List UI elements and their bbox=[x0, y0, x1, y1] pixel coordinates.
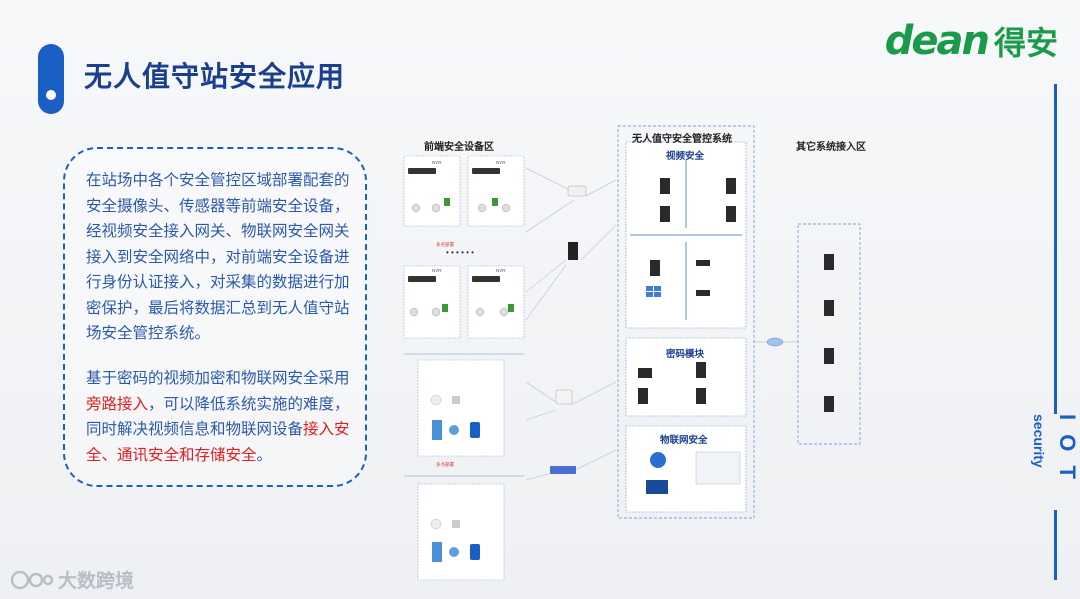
front-iot-group-2 bbox=[404, 475, 524, 581]
p2-before: 基于密码的视频加密和物联网安全采用 bbox=[86, 370, 350, 387]
p2-highlight-bypass: 旁路接入 bbox=[86, 395, 149, 413]
crypto-module-title: 密码模块 bbox=[666, 349, 705, 360]
center-zone-frame bbox=[617, 125, 755, 519]
other-zone-frame bbox=[797, 223, 861, 445]
nvr-label-2: NVR bbox=[496, 160, 506, 165]
front-camera-group-2 bbox=[403, 265, 525, 339]
watermark: 大数跨境 bbox=[10, 566, 134, 593]
iot-security-title: 物联网安全 bbox=[660, 435, 708, 446]
diagram-canvas bbox=[403, 125, 861, 581]
p2-after: 。 bbox=[256, 446, 273, 464]
video-security-title: 视频安全 bbox=[666, 151, 705, 162]
nvr-label-1: NVR bbox=[432, 160, 442, 165]
front-camera-group-1 bbox=[403, 155, 525, 227]
p2-middle: ，可以降低系统实施的难度，同时解决视频信息和物联网设备 bbox=[86, 395, 350, 439]
iot-text: I O T bbox=[1055, 414, 1080, 483]
gateway-devices bbox=[550, 185, 784, 474]
video-wall-icon bbox=[646, 286, 661, 297]
brand-logo: dean 得安 bbox=[885, 18, 1058, 64]
p2-highlight-security: 接入安全、通讯安全和存储安全 bbox=[86, 421, 350, 464]
watermark-text: 大数跨境 bbox=[58, 571, 135, 592]
description-box bbox=[63, 147, 367, 487]
other-zone-servers bbox=[824, 254, 834, 412]
iot-badge: I O T security bbox=[1031, 414, 1080, 483]
logo-wordmark: dean bbox=[884, 18, 990, 64]
multi-deploy-label-1: 多点部署 bbox=[436, 242, 454, 247]
security-text: security bbox=[1031, 414, 1047, 468]
description-paragraph-1: 在站场中各个安全管控区域部署配套的安全摄像头、传感器等前端安全设备，经视频安全接… bbox=[86, 172, 350, 342]
side-divider-bottom bbox=[1054, 510, 1057, 580]
other-zone-label: 其它系统接入区 bbox=[796, 142, 866, 153]
diagram-links bbox=[525, 167, 798, 481]
side-divider-top bbox=[1054, 84, 1057, 414]
description-paragraph-2: 基于密码的视频加密和物联网安全采用旁路接入，可以降低系统实施的难度，同时解决视频… bbox=[86, 366, 356, 468]
watermark-logo-icon bbox=[10, 570, 54, 589]
nvr-label-3: NVR bbox=[432, 268, 442, 273]
server-icons bbox=[638, 178, 736, 404]
logo-chinese: 得安 bbox=[993, 25, 1058, 61]
nvr-label-4: NVR bbox=[496, 268, 506, 273]
dots-1: • • • • • • bbox=[446, 248, 474, 257]
multi-deploy-label-2: 多点部署 bbox=[436, 462, 454, 467]
iot-security-icons bbox=[646, 451, 741, 494]
page-title: 无人值守站安全应用 bbox=[84, 61, 346, 92]
front-iot-group-1 bbox=[404, 353, 524, 457]
center-zone-label: 无人值守安全管控系统 bbox=[632, 134, 732, 145]
architecture-diagram: 前端安全设备区 无人值守安全管控系统 其它系统接入区 视频安全 密码模块 物联网… bbox=[396, 120, 896, 590]
title-accent-bar bbox=[38, 44, 64, 114]
front-zone-label: 前端安全设备区 bbox=[424, 142, 494, 153]
